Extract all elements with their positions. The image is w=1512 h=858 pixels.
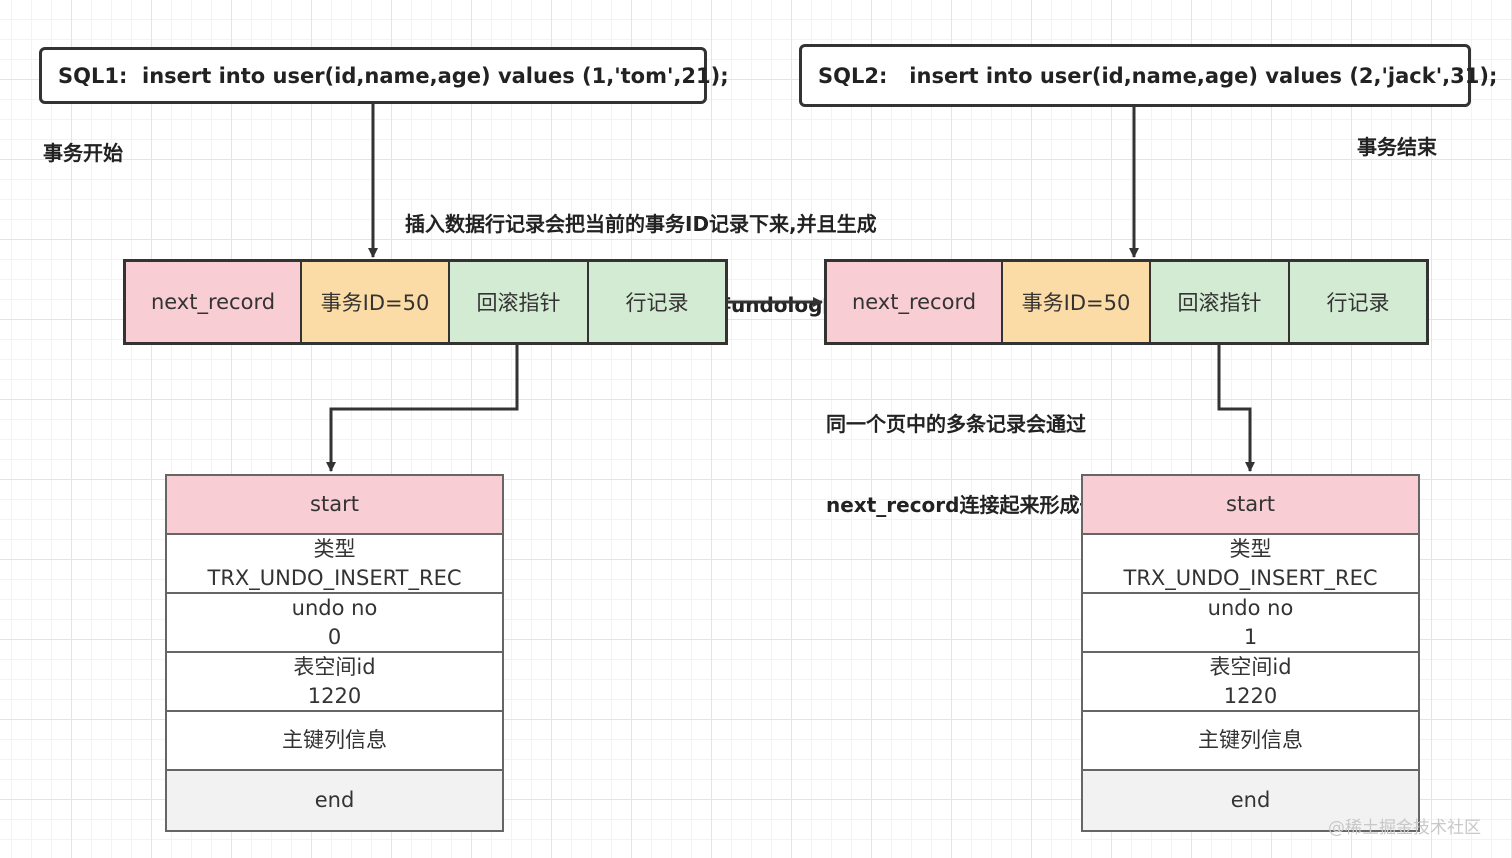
undo-start-text: start xyxy=(310,492,359,516)
undo-pk-text: 主键列信息 xyxy=(1198,728,1303,752)
sql2-box: SQL2: insert into user(id,name,age) valu… xyxy=(799,44,1497,107)
trx-id-cell: 事务ID=50 xyxy=(1003,262,1151,342)
roll-pointer-1-arrow xyxy=(326,345,519,472)
undo-type-value: TRX_UNDO_INSERT_REC xyxy=(1123,565,1378,590)
undo-type-cell: 类型 TRX_UNDO_INSERT_REC xyxy=(167,535,502,594)
undo-no-value: 0 xyxy=(327,624,342,649)
linked-list-note-line1: 同一个页中的多条记录会通过 xyxy=(826,412,1086,436)
undo-end-cell: end xyxy=(1083,771,1418,830)
undo-end-text: end xyxy=(1230,788,1271,812)
roll-pointer-cell: 回滚指针 xyxy=(1151,262,1290,342)
undo-space-label: 表空间id xyxy=(1209,654,1292,679)
roll-pointer-2-arrow xyxy=(1217,345,1255,472)
sql1-text: SQL1: insert into user(id,name,age) valu… xyxy=(58,63,729,88)
undo-no-value: 1 xyxy=(1243,624,1258,649)
undo-space-cell: 表空间id 1220 xyxy=(1083,653,1418,712)
undo-end-text: end xyxy=(314,788,355,812)
next-record-cell: next_record xyxy=(126,262,302,342)
sql2-text: SQL2: insert into user(id,name,age) valu… xyxy=(818,63,1498,88)
next-record-cell: next_record xyxy=(827,262,1003,342)
record-row-1: next_record 事务ID=50 回滚指针 行记录 xyxy=(123,259,728,345)
sql1-box: SQL1: insert into user(id,name,age) valu… xyxy=(39,47,729,104)
undo-type-label: 类型 xyxy=(313,536,356,561)
undo-type-cell: 类型 TRX_UNDO_INSERT_REC xyxy=(1083,535,1418,594)
record-row-2: next_record 事务ID=50 回滚指针 行记录 xyxy=(824,259,1429,345)
undo-log-2: start 类型 TRX_UNDO_INSERT_REC undo no 1 表… xyxy=(1081,474,1420,832)
row-data-cell: 行记录 xyxy=(589,262,725,342)
transaction-start-label: 事务开始 xyxy=(43,141,123,165)
trx-id-cell: 事务ID=50 xyxy=(302,262,450,342)
undo-space-label: 表空间id xyxy=(293,654,376,679)
undo-no-label: undo no xyxy=(1207,595,1294,620)
undo-pk-text: 主键列信息 xyxy=(282,728,387,752)
undo-no-label: undo no xyxy=(291,595,378,620)
undo-space-cell: 表空间id 1220 xyxy=(167,653,502,712)
undo-space-value: 1220 xyxy=(1223,683,1278,708)
undo-start-cell: start xyxy=(1083,476,1418,535)
undo-pk-cell: 主键列信息 xyxy=(1083,712,1418,771)
undo-no-cell: undo no 0 xyxy=(167,594,502,653)
undo-start-cell: start xyxy=(167,476,502,535)
transaction-end-label: 事务结束 xyxy=(1357,135,1437,159)
undo-space-value: 1220 xyxy=(307,683,362,708)
roll-pointer-cell: 回滚指针 xyxy=(450,262,589,342)
undo-start-text: start xyxy=(1226,492,1275,516)
watermark: @稀土掘金技术社区 xyxy=(1328,818,1481,838)
undo-type-label: 类型 xyxy=(1229,536,1272,561)
undo-log-1: start 类型 TRX_UNDO_INSERT_REC undo no 0 表… xyxy=(165,474,504,832)
row-data-cell: 行记录 xyxy=(1290,262,1426,342)
undo-type-value: TRX_UNDO_INSERT_REC xyxy=(207,565,462,590)
undo-no-cell: undo no 1 xyxy=(1083,594,1418,653)
undo-end-cell: end xyxy=(167,771,502,830)
undo-pk-cell: 主键列信息 xyxy=(167,712,502,771)
insert-note-line1: 插入数据行记录会把当前的事务ID记录下来,并且生成 xyxy=(405,212,877,236)
